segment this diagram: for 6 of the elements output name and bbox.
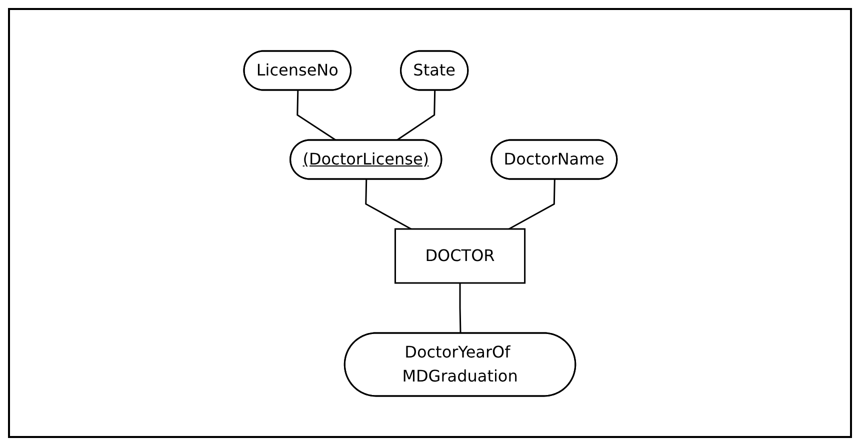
- node-box: DOCTOR: [394, 228, 526, 284]
- connector: [396, 90, 436, 141]
- connector: [458, 282, 461, 333]
- connector: [296, 90, 336, 141]
- connector: [508, 178, 555, 230]
- connector: [364, 178, 412, 230]
